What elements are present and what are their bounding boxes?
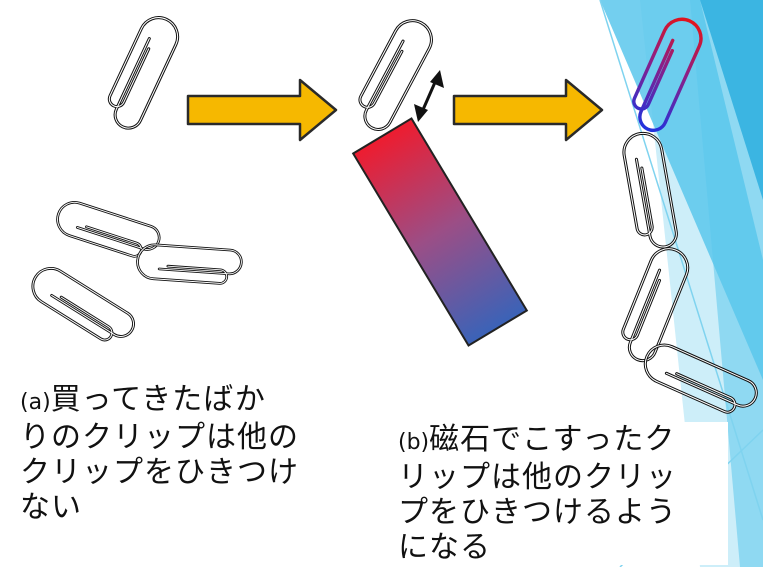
paperclip-icon [51, 196, 164, 264]
caption-a: (a)買ってきたばか りのクリップは他の クリップをひきつけ ない [20, 382, 320, 525]
paperclip-icon [24, 260, 140, 352]
caption-b-marker: (b) [398, 430, 430, 455]
paperclip-icon [348, 12, 440, 136]
caption-a-marker: (a) [20, 390, 51, 415]
caption-a-text: 買ってきたばか りのクリップは他の クリップをひきつけ ない [20, 382, 299, 525]
slide-decoration [599, 0, 763, 567]
right-arrow-icon [186, 78, 338, 142]
right-arrow-icon [452, 78, 604, 142]
bar-magnet-icon [351, 117, 529, 347]
paperclip-icon [98, 9, 186, 135]
double-headed-arrow-icon [414, 70, 444, 122]
caption-b: (b)磁石でこすったク リップは他のクリッ プをひきつけるよう になる [396, 422, 728, 565]
caption-b-text: 磁石でこすったク リップは他のクリッ プをひきつけるよう になる [398, 422, 677, 565]
